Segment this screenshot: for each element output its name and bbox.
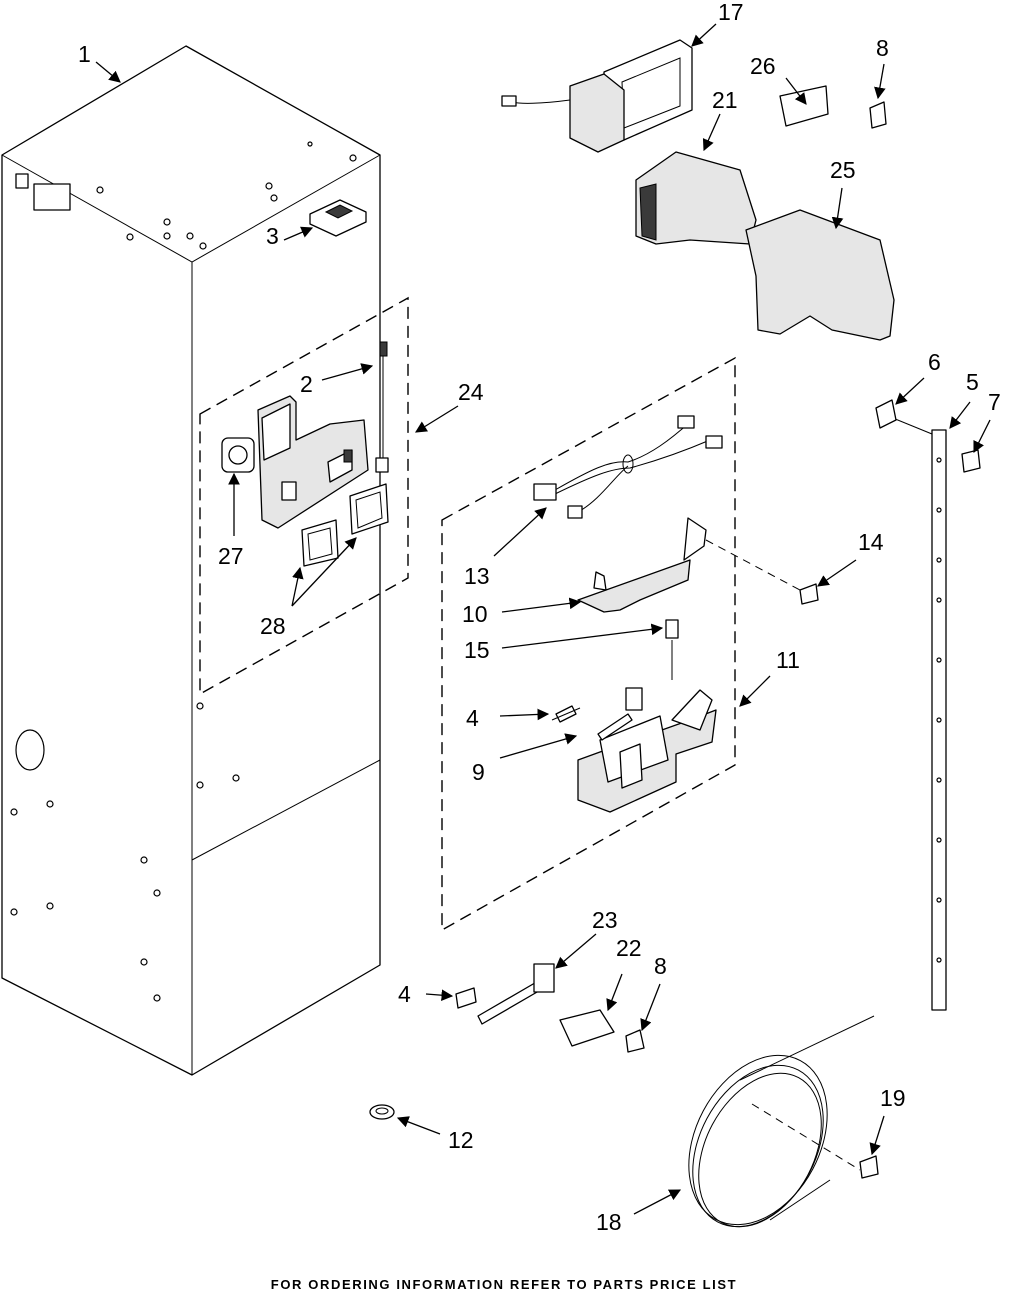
control-box-part-11 — [577, 689, 717, 813]
cover-part-25 — [745, 209, 895, 341]
callout-13: 13 — [464, 563, 490, 589]
screw-part-8-lower — [625, 1029, 645, 1053]
callout-4-lower: 4 — [398, 981, 411, 1007]
cabinet-liner-part — [1, 45, 381, 1076]
sensor-part-2 — [375, 341, 389, 473]
control-housing-part — [257, 395, 369, 529]
callout-26: 26 — [750, 53, 776, 79]
callout-24: 24 — [458, 379, 484, 405]
screw-part-19 — [859, 1155, 879, 1179]
switch-part-22 — [559, 1009, 615, 1047]
callout-15: 15 — [464, 637, 490, 663]
screw-part-7 — [961, 449, 981, 473]
grommet-part-27 — [221, 437, 255, 473]
assembly-24-outline — [199, 296, 409, 696]
callout-leaders — [95, 23, 991, 1215]
callout-1: 1 — [78, 41, 91, 67]
screw-part-14 — [705, 539, 819, 605]
screw-part-15 — [665, 619, 679, 680]
wire-harness-part-13 — [533, 415, 723, 519]
rail-holes — [936, 457, 942, 963]
callout-23: 23 — [592, 907, 618, 933]
callout-8-lower: 8 — [654, 953, 667, 979]
callout-17: 17 — [718, 0, 744, 25]
clip-part-4-lower — [455, 987, 477, 1009]
assembly-11-outline — [441, 356, 736, 932]
callout-labels: 1 2 3 4 4 5 6 7 8 8 9 10 11 12 13 14 15 … — [78, 0, 1001, 1235]
light-housing-part-17 — [501, 39, 693, 153]
grommet-part-12 — [369, 1104, 395, 1120]
callout-22: 22 — [616, 935, 642, 961]
ordering-info-footer: FOR ORDERING INFORMATION REFER TO PARTS … — [271, 1277, 737, 1291]
clip-part-4 — [551, 705, 581, 723]
top-grommet-part — [309, 199, 367, 237]
callout-18: 18 — [596, 1209, 622, 1235]
callout-28: 28 — [260, 613, 286, 639]
callout-25: 25 — [830, 157, 856, 183]
clip-part-26 — [779, 85, 829, 127]
rail-part-5 — [887, 415, 947, 1011]
cabinet-mounting-holes — [10, 141, 357, 1002]
tubing-coil-part-18 — [688, 1015, 875, 1228]
callout-9: 9 — [472, 759, 485, 785]
callout-6: 6 — [928, 349, 941, 375]
bracket-part-10 — [577, 517, 707, 613]
callout-3: 3 — [266, 223, 279, 249]
callout-8: 8 — [876, 35, 889, 61]
thermistor-part-9 — [597, 687, 643, 741]
callout-21: 21 — [712, 87, 738, 113]
callout-27: 27 — [218, 543, 244, 569]
callout-7: 7 — [988, 389, 1001, 415]
pad-parts-28 — [301, 483, 389, 567]
screw-part-8-top — [869, 101, 887, 129]
callout-10: 10 — [462, 601, 488, 627]
cover-part-21 — [635, 151, 757, 245]
callout-11: 11 — [776, 647, 800, 673]
callout-19: 19 — [880, 1085, 906, 1111]
thermistor-part-23 — [477, 963, 555, 1025]
callout-5: 5 — [966, 369, 979, 395]
callout-12: 12 — [448, 1127, 474, 1153]
callout-14: 14 — [858, 529, 884, 555]
callout-2: 2 — [300, 371, 313, 397]
bracket-part-6 — [875, 399, 897, 429]
callout-4: 4 — [466, 705, 479, 731]
